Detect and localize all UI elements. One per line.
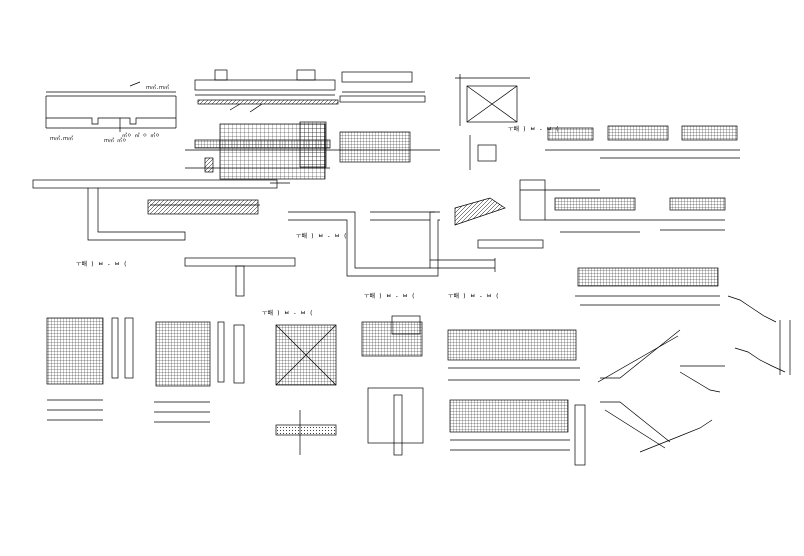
stair-section-4 bbox=[679, 365, 725, 393]
section-label-6: ㅜ배 ) ㅂ - ㅂ ( bbox=[508, 126, 559, 133]
stair-section-1 bbox=[597, 329, 681, 383]
section-label-3: ㅜ배 ) ㅂ - ㅂ ( bbox=[364, 293, 415, 300]
elevation-label-2: ｍ㎡.ｍ㎡ bbox=[50, 136, 74, 142]
section-label-4: ㅜ배 ) ㅂ - ㅂ ( bbox=[448, 293, 499, 300]
stair-section-2 bbox=[600, 401, 671, 449]
section-label-5: ㅜ배 ) ㅂ - ㅂ ( bbox=[262, 310, 313, 317]
beam-mesh-elevation-1 bbox=[447, 329, 580, 381]
section-label-1: ㅜ배 ) ㅂ - ㅂ ( bbox=[76, 261, 127, 268]
stair-section-3 bbox=[639, 419, 713, 453]
top-right-beam-details bbox=[545, 125, 740, 306]
top-left-step-elevation bbox=[45, 81, 177, 132]
slab-mesh-panel-4 bbox=[361, 315, 424, 456]
mid-left-l-beam-plan bbox=[32, 179, 290, 241]
section-label-2: ㅜ배 ) ㅂ - ㅂ ( bbox=[296, 233, 347, 240]
slab-mesh-panel-2 bbox=[154, 321, 245, 423]
center-step-beam-plan bbox=[288, 211, 496, 277]
mid-left-t-section bbox=[184, 257, 296, 297]
slab-mesh-panel-3 bbox=[275, 324, 337, 455]
elevation-label-3: ｍ㎡ ㎡ㅇ bbox=[104, 138, 127, 144]
top-center-wall-section bbox=[185, 69, 440, 180]
ramp-detail bbox=[454, 179, 600, 249]
slab-mesh-panel-1 bbox=[46, 317, 134, 421]
beam-mesh-elevation-2 bbox=[449, 399, 586, 466]
elevation-label-4: ㎡ㅇ ㎡ ㅇ ㎡ㅇ bbox=[122, 133, 160, 139]
elevation-label-1: ｍ㎡.ｍ㎡ bbox=[146, 85, 170, 91]
column-plan-square bbox=[455, 74, 530, 170]
stair-section-5 bbox=[727, 295, 791, 375]
